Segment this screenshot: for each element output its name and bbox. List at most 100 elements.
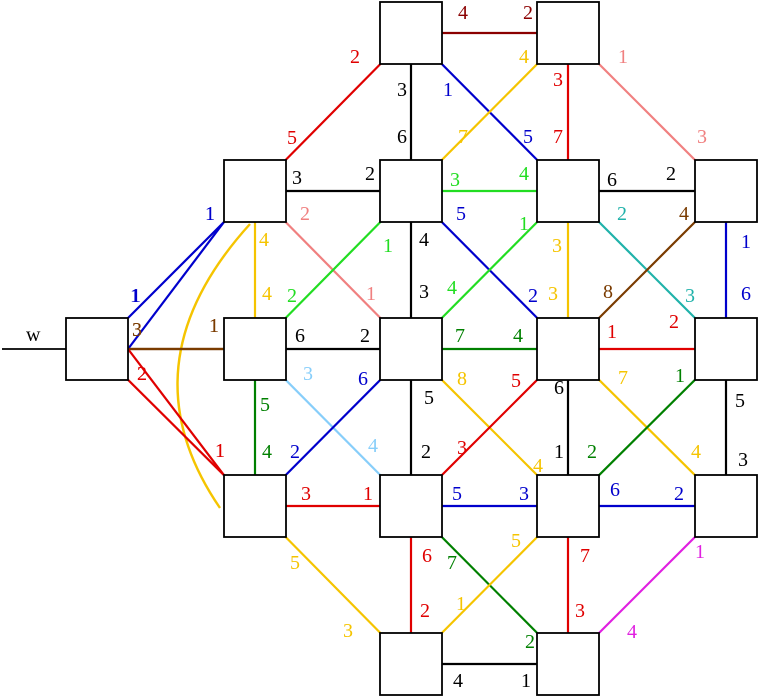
edge-B-F xyxy=(598,63,696,161)
node-box xyxy=(694,159,758,223)
boxes-layer xyxy=(65,1,758,696)
edge-label: 1 xyxy=(363,483,373,505)
edge-label: 4 xyxy=(519,46,529,68)
edge-label: 4 xyxy=(458,2,468,24)
edge-label: 5 xyxy=(735,390,745,412)
edge-label: 4 xyxy=(259,229,269,251)
edge-B-D xyxy=(441,63,538,161)
edge-label: 1 xyxy=(209,315,219,337)
edge-label: 7 xyxy=(553,126,563,148)
edge-label: 1 xyxy=(383,235,393,257)
edge-label: 4 xyxy=(513,325,523,347)
edge-label: 1 xyxy=(554,441,564,463)
edge-label: 5 xyxy=(424,387,434,409)
edge-label: 1 xyxy=(741,231,751,253)
edge-label: 3 xyxy=(292,167,302,189)
node-box xyxy=(536,159,600,223)
edge-label: 2 xyxy=(617,203,627,225)
edge-label: 1 xyxy=(443,79,453,101)
edge-label: 8 xyxy=(603,281,613,303)
edge-label: 3 xyxy=(697,126,707,148)
edge-K-N xyxy=(598,379,696,476)
edge-label: 3 xyxy=(457,437,467,459)
edge-label: 3 xyxy=(552,235,562,257)
edge-G-L xyxy=(127,379,225,476)
edge-label: 6 xyxy=(295,325,305,347)
edge-label: 4 xyxy=(533,455,543,477)
edge-L-P1 xyxy=(284,536,382,634)
node-box xyxy=(379,317,443,381)
edge-label: 1 xyxy=(456,593,466,615)
edge-label: 6 xyxy=(607,169,617,191)
edge-F-J xyxy=(598,221,696,319)
edge-label: 5 xyxy=(511,370,521,392)
edge-label: 3 xyxy=(519,483,529,505)
edge-label: 2 xyxy=(523,2,533,24)
edge-label: 2 xyxy=(674,483,684,505)
edge-label: 4 xyxy=(262,283,272,305)
edge-label: 2 xyxy=(137,363,147,385)
edge-label: 3 xyxy=(132,319,142,341)
edge-label: 7 xyxy=(447,552,457,574)
edge-label: 2 xyxy=(290,441,300,463)
edge-label: 3 xyxy=(575,600,585,622)
edge-label: 6 xyxy=(397,126,407,148)
node-box xyxy=(536,317,600,381)
edge-label: 2 xyxy=(587,441,597,463)
node-box xyxy=(694,317,758,381)
edge-label: 1 xyxy=(695,541,705,563)
edge-label: 1 xyxy=(215,440,225,462)
edge-label: 1 xyxy=(521,670,531,692)
node-box xyxy=(536,632,600,696)
edge-N-P1 xyxy=(441,536,538,634)
edge-label: 6 xyxy=(358,368,368,390)
node-box xyxy=(379,159,443,223)
edge-label: 1 xyxy=(209,315,219,337)
edge-label: 5 xyxy=(511,530,521,552)
edge-label: 5 xyxy=(287,127,297,149)
edge-label: 1 xyxy=(131,285,141,307)
edge-label: 5 xyxy=(456,203,466,225)
edge-label: 3 xyxy=(553,69,563,91)
edge-label: 6 xyxy=(422,545,432,567)
edge-C-G xyxy=(127,221,225,319)
edge-label: 1 xyxy=(205,203,215,225)
edge-label: 1 xyxy=(205,203,215,225)
node-box xyxy=(694,474,758,538)
edges-layer xyxy=(2,31,728,666)
edge-label: 4 xyxy=(419,229,429,251)
edge-label: 3 xyxy=(738,449,748,471)
node-box xyxy=(379,1,443,65)
node-box xyxy=(379,632,443,696)
edge-label: 3 xyxy=(301,483,311,505)
edge-I-L xyxy=(285,379,381,476)
edge-label: 3 xyxy=(419,281,429,303)
edge-label: 2 xyxy=(360,325,370,347)
edge-label: 3 xyxy=(303,363,313,385)
edge-W-L xyxy=(127,348,225,476)
input-label: w xyxy=(26,324,41,346)
edge-label: 5 xyxy=(290,552,300,574)
edge-label: 2 xyxy=(528,285,538,307)
edge-J-M xyxy=(441,379,538,476)
edge-label: 4 xyxy=(368,435,378,457)
edge-E-I xyxy=(441,221,538,319)
edge-label: 1 xyxy=(130,285,140,307)
edge-label: 2 xyxy=(669,311,679,333)
edge-label: 4 xyxy=(447,277,457,299)
edge-label: 4 xyxy=(691,441,701,463)
edge-label: 3 xyxy=(685,285,695,307)
edge-label: 5 xyxy=(452,483,462,505)
edge-label: 2 xyxy=(420,600,430,622)
edge-W-C xyxy=(127,221,225,350)
edge-label: 1 xyxy=(607,321,617,343)
edge-label: 3 xyxy=(548,283,558,305)
edge-label: 4 xyxy=(519,163,529,185)
edge-label: 2 xyxy=(287,285,297,307)
edge-label: 5 xyxy=(523,126,533,148)
edge-label: 1 xyxy=(618,46,628,68)
node-box xyxy=(379,474,443,538)
edge-label: 6 xyxy=(610,479,620,501)
